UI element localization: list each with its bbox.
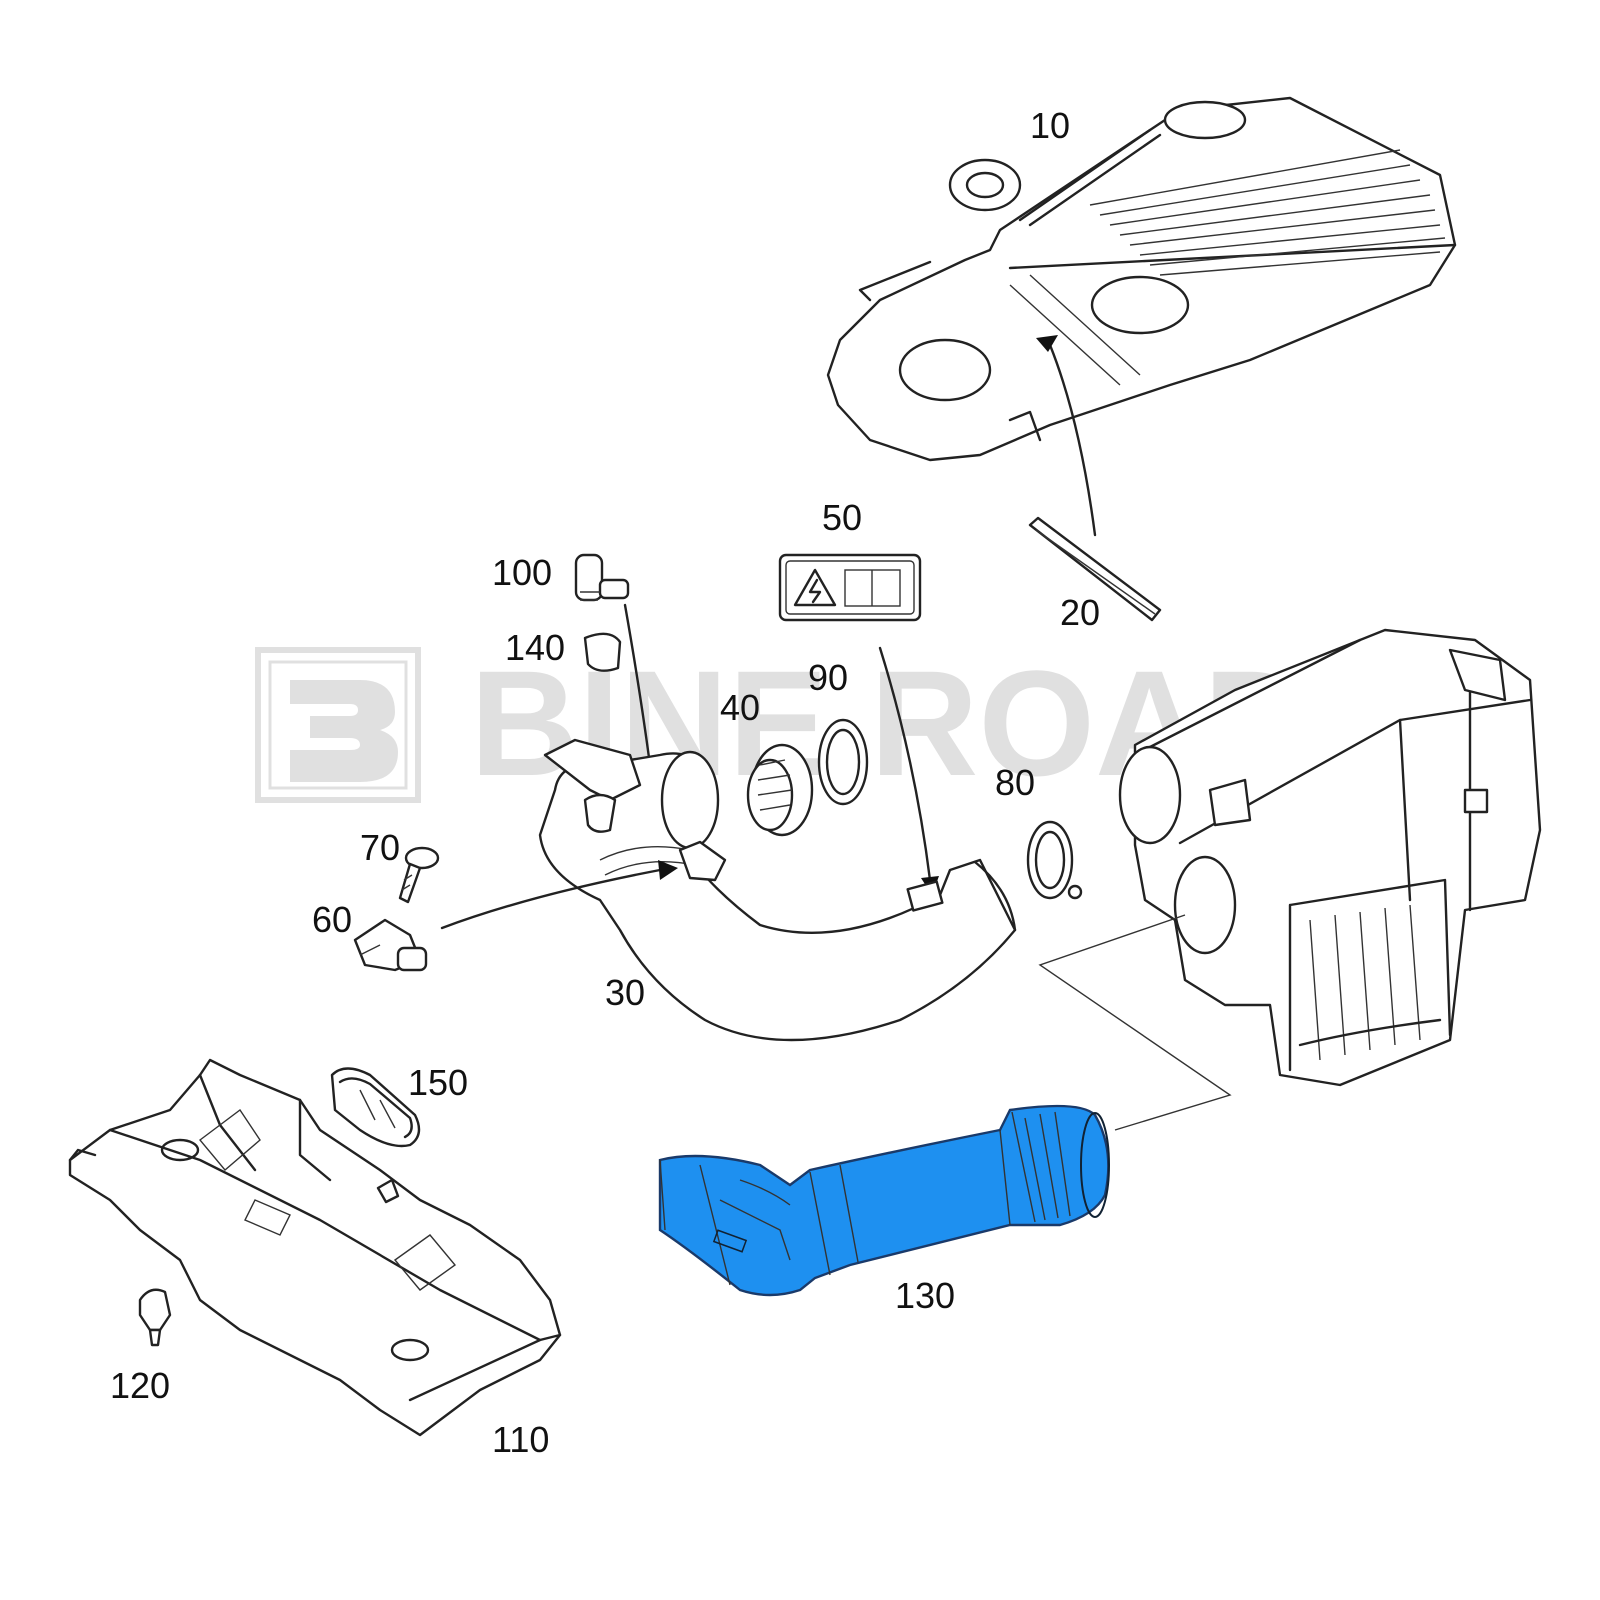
part-140-clip — [583, 632, 622, 672]
callout-40: 40 — [720, 687, 760, 728]
part-30-intake-hose — [538, 738, 1017, 1042]
callout-30: 30 — [605, 972, 645, 1013]
part-40-adapter — [746, 743, 814, 837]
callout-20: 20 — [1060, 592, 1100, 633]
part-120-clip — [138, 1288, 172, 1347]
part-50-warning-label — [778, 553, 922, 622]
arrow-60-to-30 — [440, 860, 678, 930]
callout-60: 60 — [312, 899, 352, 940]
part-20-seal-strip — [1028, 516, 1162, 622]
part-90-clamp — [817, 718, 869, 806]
part-70-screw — [398, 846, 440, 904]
watermark-logo-glyph — [290, 680, 398, 782]
callout-10: 10 — [1030, 105, 1070, 146]
callout-120: 120 — [110, 1365, 170, 1406]
watermark-logo-frame — [255, 647, 421, 803]
part-60-sensor — [353, 918, 428, 972]
leader-lines-130 — [1038, 914, 1232, 1131]
callout-70: 70 — [360, 827, 400, 868]
callout-140: 140 — [505, 627, 565, 668]
arrow-20-to-10 — [1036, 335, 1097, 537]
watermark-logo-inner — [268, 660, 408, 790]
callout-100: 100 — [492, 552, 552, 593]
callout-150: 150 — [408, 1062, 468, 1103]
callout-50: 50 — [822, 497, 862, 538]
air-filter-housing — [1118, 628, 1542, 1087]
part-80-clamp — [1026, 820, 1083, 900]
callout-110: 110 — [492, 1419, 549, 1460]
part-150-cover — [330, 1067, 421, 1148]
callout-130: 130 — [895, 1275, 955, 1316]
part-10-engine-cover — [826, 96, 1457, 462]
part-130-air-duct — [658, 1104, 1110, 1297]
part-110-underbody-panel — [68, 1058, 562, 1437]
part-100-sensor — [574, 553, 630, 602]
callout-90: 90 — [808, 657, 848, 698]
callout-labels: 10 20 30 40 50 60 70 80 90 100 110 120 1… — [110, 105, 1100, 1460]
callout-80: 80 — [995, 762, 1035, 803]
